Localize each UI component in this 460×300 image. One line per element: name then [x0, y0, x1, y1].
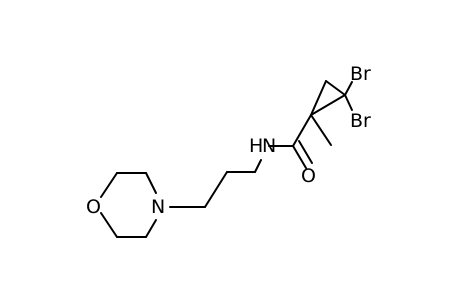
bond-cp2-cp3 [325, 80, 346, 96]
bond-c2-n [145, 172, 157, 194]
bond-chain3-nh [254, 159, 262, 173]
amide-n-symbol: N [262, 135, 276, 157]
bond-carbonyl-oxygen-double [298, 140, 313, 164]
bond-n-c3 [145, 219, 157, 238]
amide-nitrogen-label: H [249, 135, 263, 157]
bond-cp3-cp1 [310, 94, 346, 116]
bromine-upper-label: Br [350, 63, 371, 85]
bond-c4-o [100, 212, 118, 238]
ring-nitrogen-label: N [151, 196, 165, 218]
carbonyl-oxygen-label: O [301, 165, 316, 187]
ring-oxygen-label: O [86, 196, 101, 218]
bond-cp3-br2 [344, 94, 353, 111]
bond-cp1-cp2 [310, 80, 327, 116]
bond-carbonyl-cyclopropyl [292, 114, 312, 147]
bond-cp1-methyl [310, 114, 332, 146]
bond-chain1-chain2 [204, 171, 228, 208]
bond-cp3-br1 [344, 81, 353, 96]
bond-o-c1 [100, 172, 118, 198]
bromine-lower-label: Br [350, 110, 371, 132]
bond-carbonyl-oxygen [292, 145, 307, 169]
